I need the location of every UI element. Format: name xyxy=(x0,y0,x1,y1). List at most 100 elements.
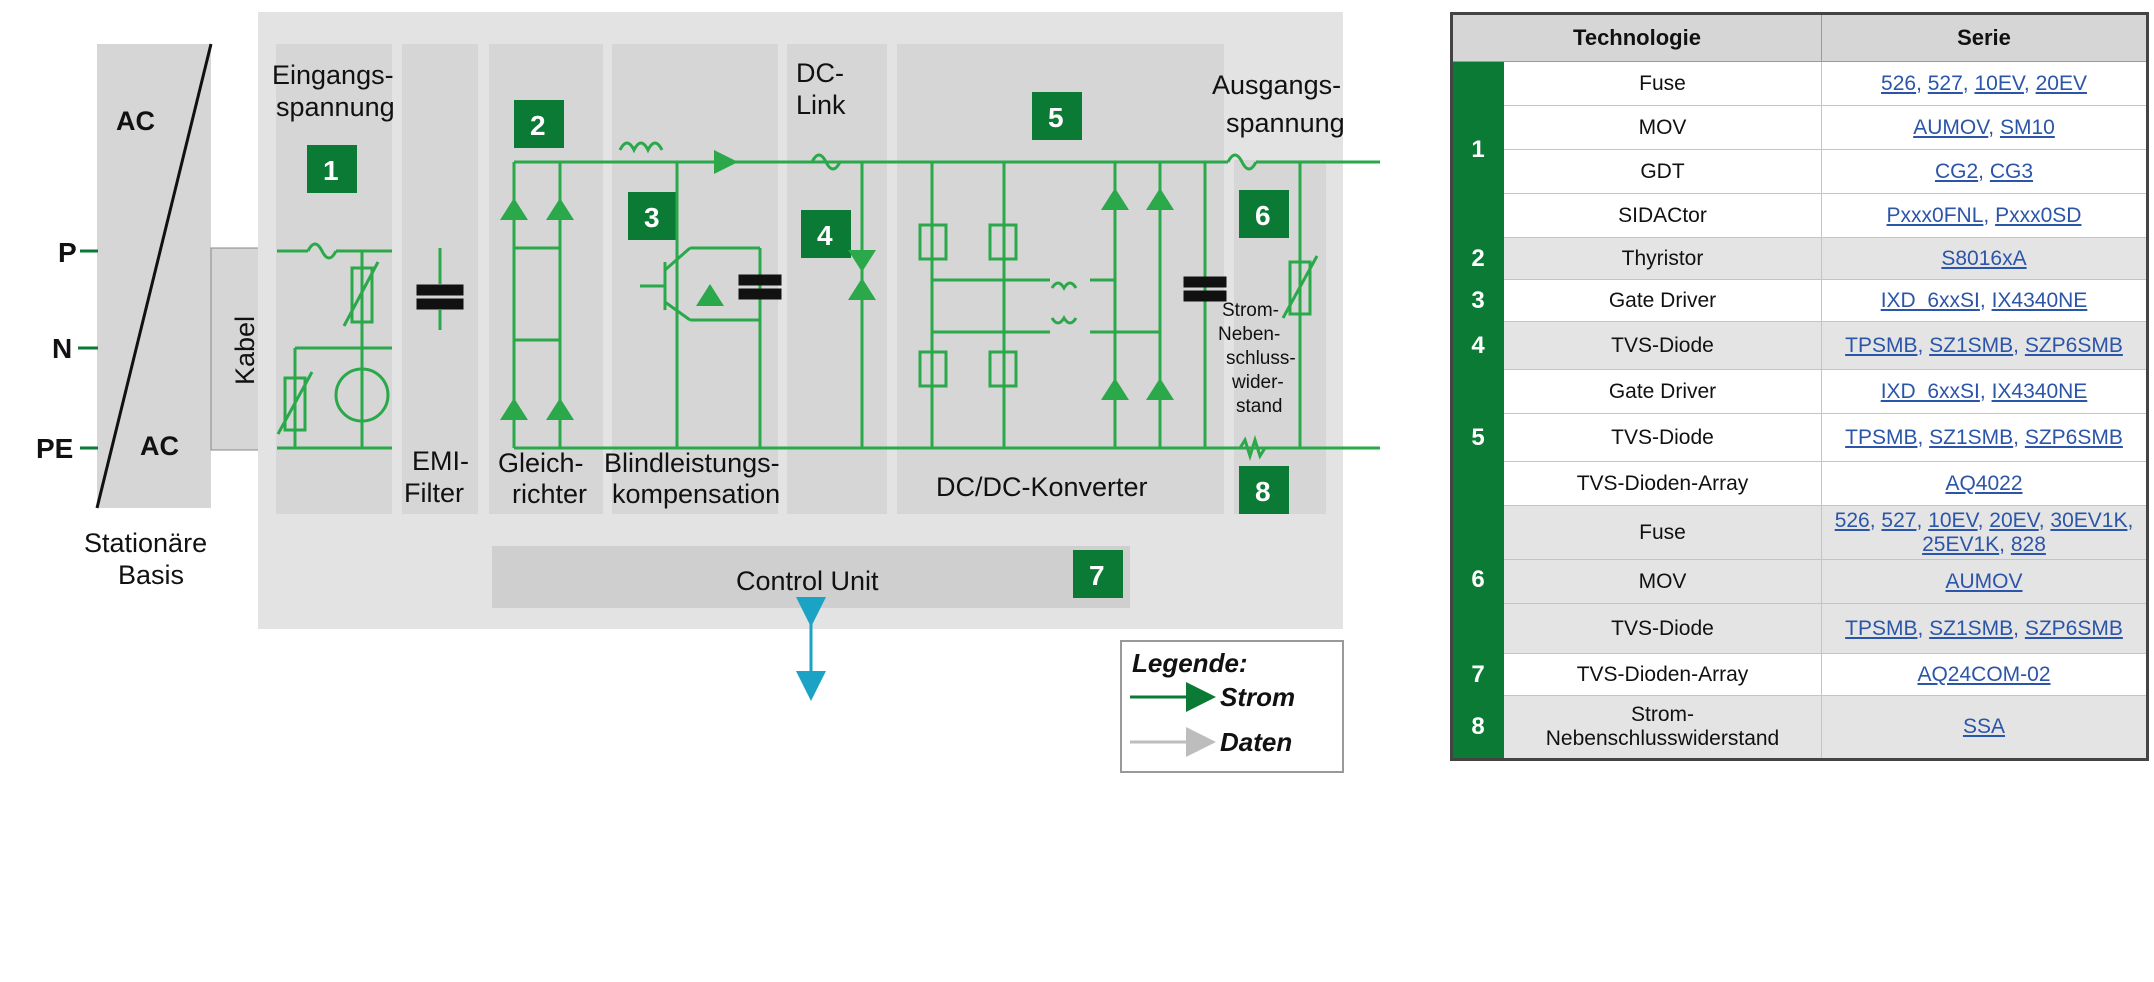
series-cell: TPSMB, SZ1SMB, SZP6SMB xyxy=(1821,321,2148,370)
rectifier-label-1: Gleich- xyxy=(498,448,584,478)
badge-7: 7 xyxy=(1089,560,1105,591)
technology-cell: Gate Driver xyxy=(1503,279,1822,322)
block-number-badges: 1 2 3 4 5 6 7 8 xyxy=(307,92,1289,598)
series-link[interactable]: 828 xyxy=(2010,532,2046,556)
series-cell: CG2, CG3 xyxy=(1821,149,2148,194)
technology-cell: Thyristor xyxy=(1503,237,1822,280)
series-link[interactable]: TPSMB xyxy=(1845,616,1918,640)
series-link[interactable]: Pxxx0SD xyxy=(1995,203,2082,227)
series-link[interactable]: CG3 xyxy=(1989,159,2034,183)
badge-6: 6 xyxy=(1255,200,1271,231)
pin-p-label: P xyxy=(58,237,77,268)
series-link[interactable]: 10EV xyxy=(1928,508,1978,532)
series-link[interactable]: AUMOV xyxy=(1945,569,2023,593)
series-link[interactable]: IX4340NE xyxy=(1991,379,2088,403)
technology-cell: Strom-Nebenschlusswiderstand xyxy=(1503,695,1822,760)
series-link[interactable]: SZ1SMB xyxy=(1929,616,2014,640)
control-unit-label: Control Unit xyxy=(736,566,879,596)
stationary-base-block: AC AC xyxy=(95,43,213,509)
badge-5: 5 xyxy=(1048,102,1064,133)
technology-cell: Gate Driver xyxy=(1503,369,1822,414)
series-link[interactable]: TPSMB xyxy=(1845,333,1918,357)
badge-8: 8 xyxy=(1255,476,1271,507)
series-link[interactable]: AQ24COM-02 xyxy=(1917,662,2051,686)
series-link[interactable]: SZP6SMB xyxy=(2024,333,2123,357)
group-number-cell: 6 xyxy=(1451,505,1504,654)
technology-cell: Fuse xyxy=(1503,61,1822,106)
rectifier-label-2: richter xyxy=(512,479,587,509)
series-link[interactable]: 527 xyxy=(1927,71,1963,95)
input-voltage-label-2: spannung xyxy=(276,92,395,122)
series-link[interactable]: AUMOV xyxy=(1913,115,1989,139)
ac-top-label: AC xyxy=(116,106,155,136)
series-link[interactable]: SZP6SMB xyxy=(2024,425,2123,449)
badge-1: 1 xyxy=(323,155,339,186)
group-number-cell: 3 xyxy=(1451,279,1504,322)
series-link[interactable]: TPSMB xyxy=(1845,425,1918,449)
legend-power-label: Strom xyxy=(1220,682,1295,712)
technology-cell: TVS-Dioden-Array xyxy=(1503,461,1822,506)
series-link[interactable]: CG2 xyxy=(1934,159,1979,183)
series-link[interactable]: 526 xyxy=(1834,508,1870,532)
shunt-label-1: Strom- xyxy=(1222,300,1279,321)
technology-cell: TVS-Diode xyxy=(1503,321,1822,370)
series-link[interactable]: 30EV1K xyxy=(2050,508,2128,532)
shunt-label-5: stand xyxy=(1236,396,1282,417)
dc-link-label-2: Link xyxy=(796,90,846,120)
dc-link-block xyxy=(787,44,887,514)
series-link[interactable]: IXD_6xxSI xyxy=(1880,288,1980,312)
group-number-cell: 2 xyxy=(1451,237,1504,280)
series-link[interactable]: SZ1SMB xyxy=(1929,333,2014,357)
ac-bottom-label: AC xyxy=(140,431,179,461)
series-cell: IXD_6xxSI, IX4340NE xyxy=(1821,279,2148,322)
group-number-cell: 1 xyxy=(1451,61,1504,238)
series-link[interactable]: IXD_6xxSI xyxy=(1880,379,1980,403)
table-row: TVS-Dioden-Array AQ4022 xyxy=(1452,461,2148,506)
series-link[interactable]: 20EV xyxy=(1989,508,2039,532)
series-link[interactable]: 526 xyxy=(1881,71,1917,95)
series-link[interactable]: 20EV xyxy=(2035,71,2087,95)
pfc-label-2: kompensation xyxy=(612,479,780,509)
header-series: Serie xyxy=(1821,13,2148,62)
series-link[interactable]: S8016xA xyxy=(1941,246,2027,270)
series-cell: SSA xyxy=(1821,695,2148,760)
series-link[interactable]: SZ1SMB xyxy=(1929,425,2014,449)
shunt-label-2: Neben- xyxy=(1218,324,1280,345)
power-supply-block-diagram: AC AC Stationäre Basis P N PE Kabel Eing… xyxy=(36,12,1380,773)
group-number-cell: 7 xyxy=(1451,653,1504,696)
shunt-label: Strom- Neben- schluss- wider- stand xyxy=(1218,300,1296,417)
series-link[interactable]: SZP6SMB xyxy=(2024,616,2123,640)
technology-cell: TVS-Diode xyxy=(1503,603,1822,654)
technology-cell: MOV xyxy=(1503,105,1822,150)
series-link[interactable]: SM10 xyxy=(1999,115,2055,139)
technology-cell: GDT xyxy=(1503,149,1822,194)
series-link[interactable]: AQ4022 xyxy=(1945,471,2023,495)
group-number-cell: 5 xyxy=(1451,369,1504,506)
series-link[interactable]: 527 xyxy=(1881,508,1917,532)
series-cell: S8016xA xyxy=(1821,237,2148,280)
series-link[interactable]: 25EV1K xyxy=(1922,532,2000,556)
legend-data-label: Daten xyxy=(1220,727,1292,757)
stationary-base-label-2: Basis xyxy=(118,560,184,590)
stationary-base-label-1: Stationäre xyxy=(84,528,207,558)
technology-cell: Fuse xyxy=(1503,505,1822,560)
series-link[interactable]: SSA xyxy=(1962,715,2006,738)
series-cell: AUMOV, SM10 xyxy=(1821,105,2148,150)
diode-symbols xyxy=(500,150,1174,420)
series-link[interactable]: IX4340NE xyxy=(1991,288,2088,312)
series-link[interactable]: Pxxx0FNL xyxy=(1886,203,1984,227)
series-link[interactable]: 10EV xyxy=(1974,71,2024,95)
